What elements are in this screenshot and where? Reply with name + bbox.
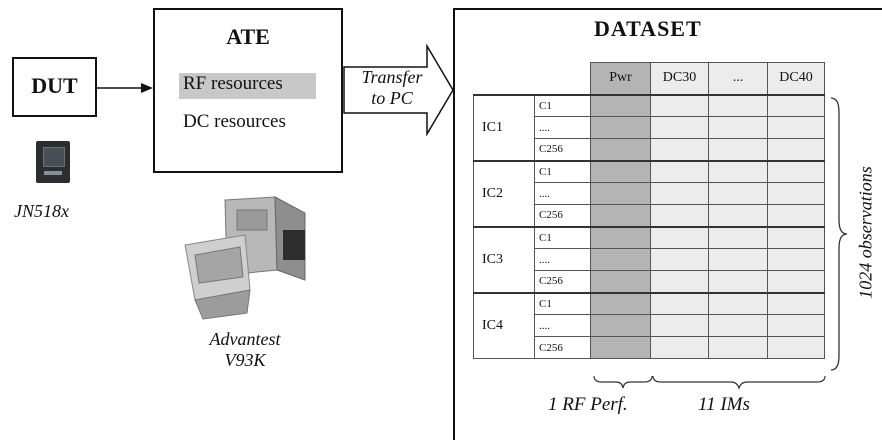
- row-label: C256: [534, 138, 591, 161]
- table-row: C256: [474, 336, 825, 359]
- row-label: C1: [534, 225, 591, 249]
- table-row: ....: [474, 116, 825, 139]
- rf-perf-label: 1 RF Perf.: [548, 394, 628, 415]
- row-label: C1: [534, 291, 591, 315]
- ic-label: IC1: [473, 93, 535, 161]
- table-row: IC2 C1: [473, 159, 825, 227]
- observations-brace: [830, 97, 848, 371]
- ic-label: IC2: [473, 159, 535, 227]
- observations-label: 1024 observations: [855, 166, 876, 299]
- ims-brace: [652, 375, 826, 390]
- row-label: ....: [534, 116, 591, 139]
- tester-caption-line2: V93K: [224, 350, 266, 370]
- dc-resources-label: DC resources: [183, 111, 286, 132]
- row-label: C256: [534, 270, 591, 293]
- ate-box: ATE RF resources DC resources: [153, 8, 343, 173]
- dataset-frame: [453, 8, 882, 440]
- transfer-arrow: [343, 44, 454, 136]
- chip-marking: [44, 171, 62, 175]
- table-row: ....: [474, 182, 825, 205]
- dut-box: DUT: [12, 57, 97, 117]
- chip-caption: JN518x: [14, 201, 69, 221]
- row-label: C1: [534, 93, 591, 117]
- column-header-dc40: DC40: [767, 62, 825, 95]
- dataset-table: Pwr DC30 ... DC40 IC1 C1 .... C256 IC2 C…: [473, 62, 825, 359]
- row-label: C256: [534, 336, 591, 359]
- table-row: IC4 C1: [473, 291, 825, 359]
- table-row: ....: [474, 314, 825, 337]
- rf-resources-label: RF resources: [183, 73, 283, 94]
- transfer-label-line2: to PC: [371, 88, 413, 108]
- tester-image: [184, 196, 306, 320]
- column-header-ellipsis: ...: [708, 62, 768, 95]
- column-header-pwr: Pwr: [590, 62, 651, 95]
- table-row: ....: [474, 248, 825, 271]
- row-label: ....: [534, 314, 591, 337]
- table-row: C256: [474, 138, 825, 161]
- table-header-row: Pwr DC30 ... DC40: [474, 62, 825, 95]
- column-header-dc30: DC30: [650, 62, 709, 95]
- dut-label: DUT: [31, 73, 78, 98]
- dut-to-ate-arrow: [97, 83, 153, 93]
- dataset-title: DATASET: [594, 16, 702, 41]
- rf-resources-highlight: [179, 73, 316, 99]
- ic-label: IC3: [473, 225, 535, 293]
- ate-title: ATE: [226, 24, 270, 49]
- row-label: ....: [534, 182, 591, 205]
- table-row: C256: [474, 270, 825, 293]
- chip-image: [36, 141, 70, 183]
- chip-die: [43, 147, 65, 167]
- ims-label: 11 IMs: [698, 394, 750, 415]
- row-label: C1: [534, 159, 591, 183]
- transfer-label-line1: Transfer: [361, 67, 423, 87]
- row-label: ....: [534, 248, 591, 271]
- ic-label: IC4: [473, 291, 535, 359]
- rf-perf-brace: [593, 375, 653, 389]
- table-row: IC1 C1: [473, 93, 825, 161]
- table-row: IC3 C1: [473, 225, 825, 293]
- row-label: C256: [534, 204, 591, 227]
- tester-caption-line1: Advantest: [209, 329, 281, 349]
